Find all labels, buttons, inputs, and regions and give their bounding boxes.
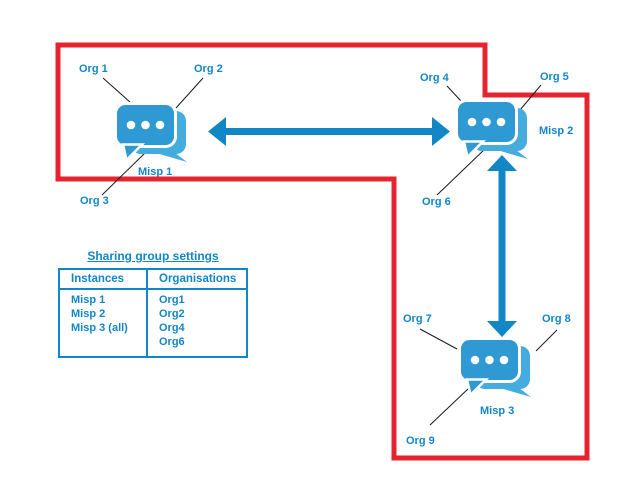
label-misp2: Misp 2 <box>539 125 574 137</box>
label-org2: Org 2 <box>194 63 223 75</box>
label-misp3: Misp 3 <box>480 405 515 417</box>
label-org5: Org 5 <box>540 71 569 83</box>
misp1-chat-bubbles-icon <box>114 102 189 164</box>
sync-arrow-misp2-misp3 <box>487 155 517 337</box>
label-org6: Org 6 <box>422 196 451 208</box>
label-misp1: Misp 1 <box>138 166 173 178</box>
connector-line-org5 <box>519 84 542 111</box>
label-org4: Org 4 <box>420 72 449 84</box>
label-org9: Org 9 <box>406 435 435 447</box>
connector-line-org4 <box>446 85 462 102</box>
misp3-chat-bubbles-icon <box>458 337 533 399</box>
sharing-group-settings-title: Sharing group settings <box>87 249 219 263</box>
sharing-group-settings-table: Instances Misp 1 Misp 2 Misp 3 (all) Org… <box>58 268 248 358</box>
table-cell-organisation: Org1 <box>159 294 185 306</box>
table-column-organisations: Organisations Org1 Org2 Org4 Org6 <box>148 270 246 356</box>
table-cell-organisation: Org6 <box>159 336 185 348</box>
table-cell-organisation: Org4 <box>159 322 185 334</box>
connector-line-org8 <box>535 329 558 352</box>
connector-line-org6 <box>436 147 487 196</box>
connector-line-org2 <box>175 77 204 109</box>
table-cell-organisation: Org2 <box>159 308 185 320</box>
table-cell-instance: Misp 3 (all) <box>71 322 128 334</box>
label-org1: Org 1 <box>79 63 108 75</box>
sync-arrow-misp1-misp2 <box>208 117 450 146</box>
label-org8: Org 8 <box>542 313 571 325</box>
connector-line-org1 <box>102 77 132 104</box>
table-cell-instance: Misp 2 <box>71 308 106 320</box>
table-header-instances: Instances <box>60 270 146 290</box>
connector-line-org9 <box>429 387 470 426</box>
misp2-chat-bubbles-icon <box>455 99 530 161</box>
table-header-organisations: Organisations <box>148 270 246 290</box>
label-org7: Org 7 <box>403 313 432 325</box>
connector-line-org7 <box>419 328 458 350</box>
table-column-instances: Instances Misp 1 Misp 2 Misp 3 (all) <box>60 270 148 356</box>
label-org3: Org 3 <box>80 195 109 207</box>
table-cell-instance: Misp 1 <box>71 294 106 306</box>
